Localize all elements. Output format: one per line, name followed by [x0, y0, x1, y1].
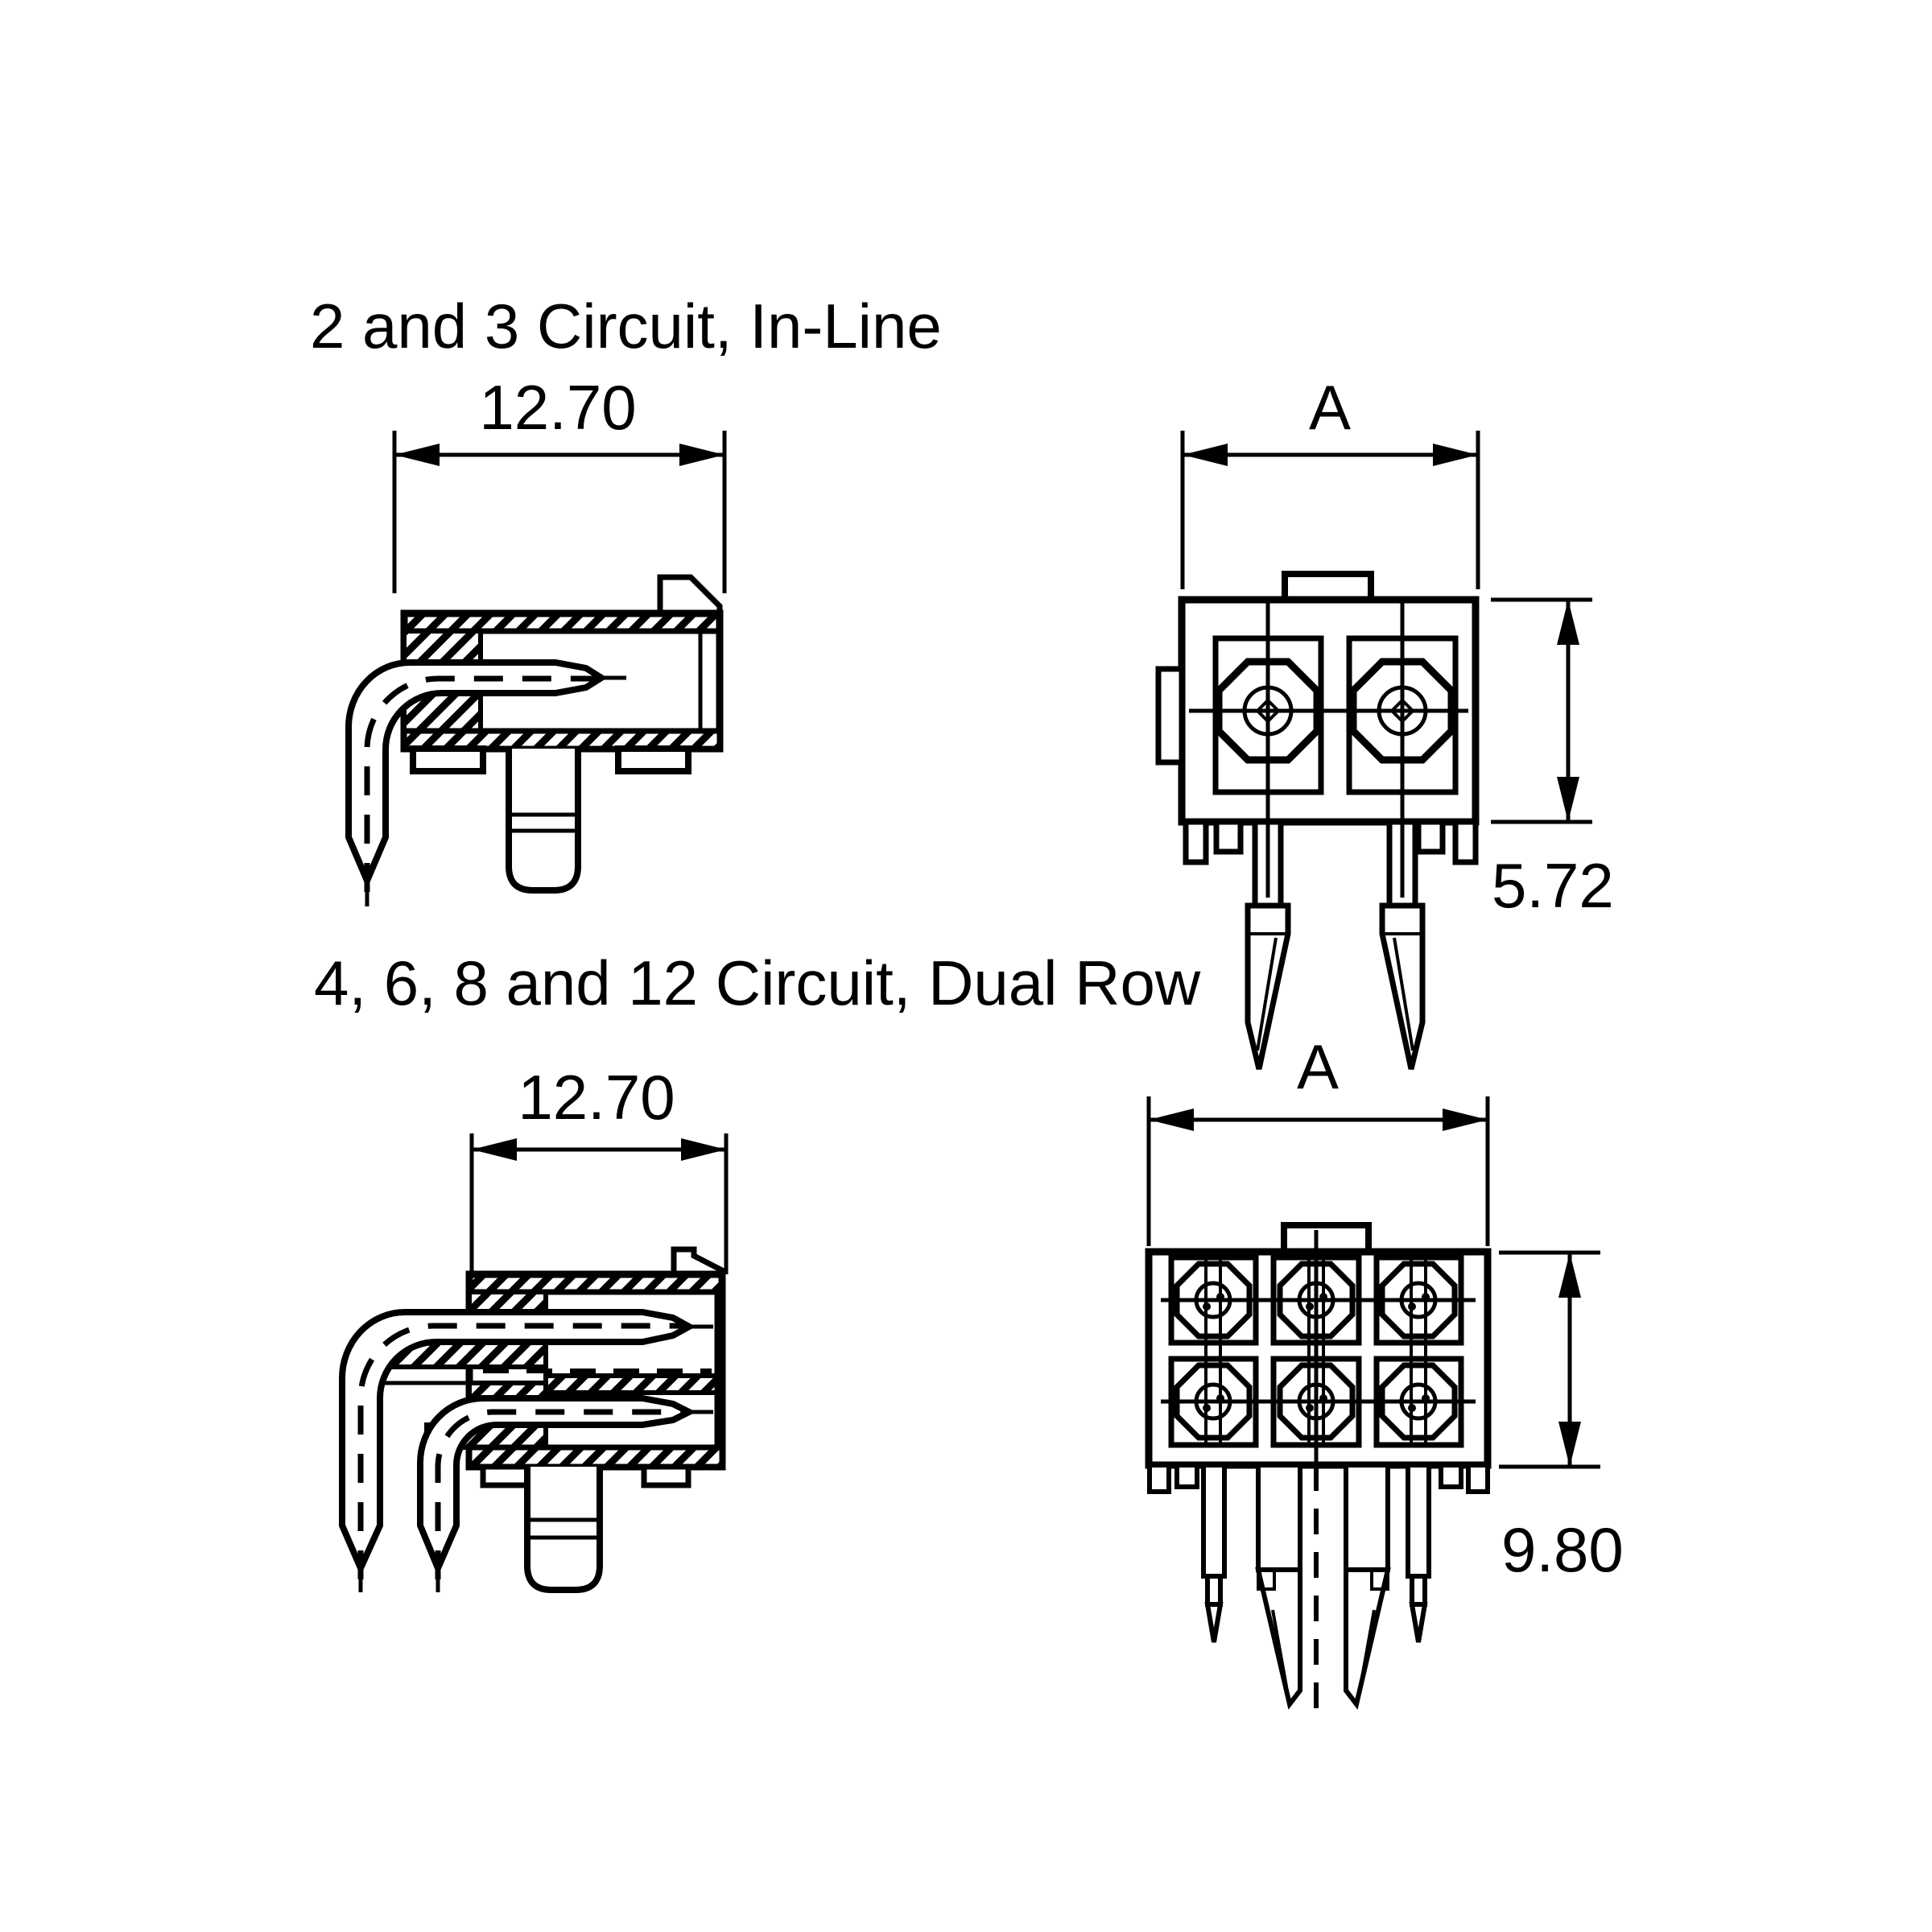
width-dimension-A-top: A — [1180, 372, 1480, 589]
right-angle-pin-row1 — [339, 1309, 713, 1592]
mounting-peg-lines — [527, 1517, 600, 1540]
foot-right-outer — [1466, 1463, 1490, 1494]
extension-lines — [1491, 597, 1592, 824]
solder-pin-left — [1201, 1463, 1227, 1643]
housing-left-wall-upper — [402, 629, 483, 665]
foot-right-inner — [1415, 819, 1446, 855]
height-dimension-5.72: 5.72 — [1491, 597, 1614, 921]
row-divider-wall — [543, 1373, 720, 1395]
terminal-octagons — [1174, 1261, 1458, 1441]
pin-centerline — [364, 675, 616, 892]
dim-label-12.70-bottom: 12.70 — [518, 1062, 675, 1133]
width-dimension-12.70-bottom: 12.70 — [469, 1062, 729, 1274]
side-view-dual-row: 12.70 — [339, 1062, 729, 1593]
solder-pin-right — [1406, 1463, 1431, 1643]
dim-label-12.70-top: 12.70 — [479, 372, 636, 443]
latch-bump — [1282, 571, 1374, 603]
row-centerlines — [1161, 1298, 1476, 1404]
housing-bottom-wall — [466, 1444, 725, 1470]
right-angle-pin — [345, 659, 608, 890]
foot-left-outer — [1183, 819, 1209, 865]
latch-bump — [1281, 1222, 1372, 1255]
dim-label-5.72: 5.72 — [1492, 850, 1614, 921]
extension-lines — [392, 431, 727, 593]
foot-right-outer — [1452, 819, 1479, 865]
pin-holes — [1194, 1281, 1438, 1421]
arrowhead-left — [1149, 1108, 1194, 1131]
arrowhead-right — [1433, 444, 1478, 466]
extension-lines — [469, 1133, 729, 1274]
side-rib — [1155, 666, 1185, 766]
arrowhead-down — [1558, 1422, 1581, 1467]
side-view-inline: 12.70 — [345, 372, 727, 906]
dim-label-9.80: 9.80 — [1501, 1514, 1624, 1585]
retention-peg-right — [1344, 1463, 1391, 1710]
terminal-octagons — [1215, 658, 1455, 764]
section1-title: 2 and 3 Circuit, In-Line — [310, 291, 942, 361]
mounting-peg-lines — [509, 812, 578, 833]
arrowhead-up — [1558, 1253, 1581, 1298]
foot-left-inner — [1174, 1463, 1199, 1489]
arrowhead-left — [394, 444, 440, 466]
latch-bump — [671, 1246, 725, 1278]
width-dimension-A-bottom: A — [1146, 1031, 1490, 1246]
arrowhead-right — [1443, 1108, 1488, 1131]
extension-lines — [1180, 431, 1480, 589]
extension-lines — [1499, 1250, 1600, 1469]
width-dimension-12.70-top: 12.70 — [392, 372, 727, 593]
mounting-peg — [524, 1467, 603, 1593]
dim-label-A-bottom: A — [1297, 1031, 1339, 1102]
arrowhead-left — [472, 1138, 517, 1161]
arrowhead-down — [1557, 777, 1579, 822]
front-view-dual-row: A — [1145, 1031, 1624, 1715]
section2-title: 4, 6, 8 and 12 Circuit, Dual Row — [314, 947, 1201, 1018]
foot-left-inner — [1213, 819, 1244, 855]
mounting-foot-right — [641, 1463, 691, 1488]
pin-hole-dots — [1203, 1293, 1430, 1412]
retention-peg-left — [1255, 1463, 1302, 1710]
mounting-peg — [506, 749, 581, 894]
dim-label-A-top: A — [1309, 372, 1351, 443]
arrowhead-right — [681, 1138, 726, 1161]
mounting-foot-right — [615, 745, 691, 774]
pin-vertical-centerlines — [1265, 600, 1405, 898]
foot-left-outer — [1147, 1463, 1171, 1494]
right-angle-pin-row2 — [417, 1395, 713, 1592]
front-view-2-circuit: A — [1155, 372, 1614, 1070]
mounting-foot-left — [410, 745, 486, 774]
height-dimension-9.80: 9.80 — [1499, 1250, 1624, 1585]
latch-bump — [657, 574, 723, 617]
foot-right-inner — [1439, 1463, 1463, 1489]
arrowhead-left — [1183, 444, 1228, 466]
mounting-foot-left — [480, 1463, 530, 1488]
arrowhead-up — [1557, 600, 1579, 645]
wall-above-pin1 — [467, 1290, 548, 1315]
arrowhead-right — [679, 444, 724, 466]
